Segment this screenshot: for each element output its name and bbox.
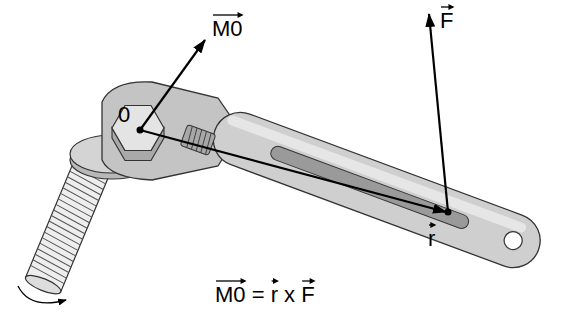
formula: M0 = r x F — [215, 280, 315, 310]
force-vector — [429, 14, 448, 212]
vector-label: r — [428, 224, 435, 254]
force-point — [445, 209, 452, 216]
rotation-arrow — [18, 286, 66, 303]
origin-dot — [137, 127, 144, 134]
overarrow — [213, 14, 242, 15]
vector-overarrows — [213, 4, 454, 284]
worm-screw — [180, 125, 216, 156]
overarrow — [216, 280, 245, 281]
moment-vector — [140, 40, 205, 130]
vector-label: F — [440, 6, 453, 36]
wrench-handle — [206, 105, 548, 276]
vector-label: M0 — [212, 14, 243, 44]
position-vector — [140, 130, 446, 212]
point-label: 0 — [118, 100, 130, 130]
